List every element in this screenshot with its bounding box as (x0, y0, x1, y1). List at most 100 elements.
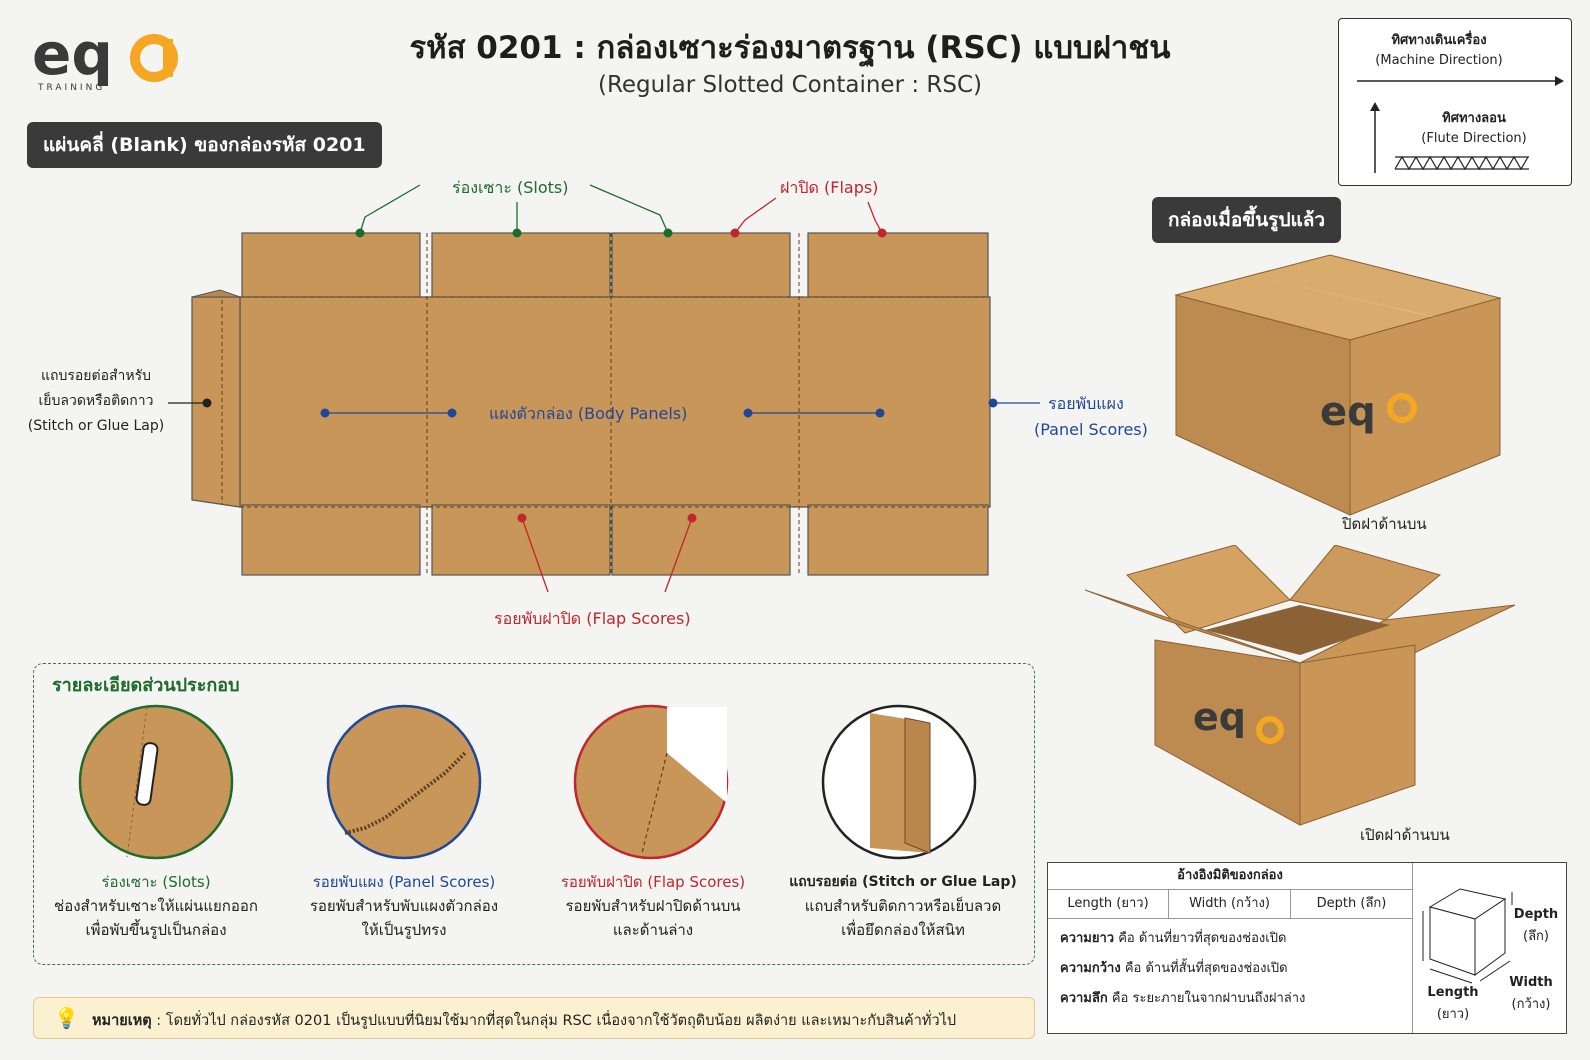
glue-lap (191, 296, 241, 508)
lightbulb-icon: 💡 (54, 1006, 79, 1030)
open-box-logo-a (1256, 716, 1284, 744)
machine-direction-arrow-icon (1357, 76, 1564, 86)
reference-col-width: Width (กว้าง) (1169, 890, 1291, 919)
bottom-flap-4 (807, 504, 989, 576)
label-glue-lap: แถบรอยต่อสำหรับ เย็บลวดหรือติดกาว (Stitc… (20, 364, 172, 439)
flute-direction-en: (Flute Direction) (1421, 131, 1527, 146)
slot-dot-1 (355, 228, 365, 238)
eqa-logo: eq TRAINING (32, 22, 178, 93)
dim-length-th: (ยาว) (1436, 1007, 1470, 1022)
dimension-cube-icon (1422, 888, 1513, 984)
blank-tag: แผ่นคลี่ (Blank) ของกล่องรหัส 0201 (27, 122, 382, 168)
body-dot-1 (320, 408, 330, 418)
detail-item-glue-lap-name: แถบรอยต่อ (Stitch or Glue Lap) (789, 874, 1017, 890)
label-panel-scores-en: (Panel Scores) (1034, 420, 1148, 439)
dimension-reference: อ้างอิงมิติของกล่อง Length (ยาว) Width (… (1047, 862, 1567, 1034)
label-panel-scores-th: รอยพับแผง (1048, 394, 1124, 413)
page-title: รหัส 0201 : กล่องเซาะร่องมาตรฐาน (RSC) แ… (409, 30, 1171, 66)
reference-row-depth: ความลึก คือ ระยะภายในจากฝาบนถึงฝาล่าง (1060, 987, 1305, 1008)
detail-circle-slots (78, 704, 234, 860)
machine-direction-th: ทิศทางเดินเครื่อง (1391, 33, 1487, 48)
note-text: : โดยทั่วไป กล่องรหัส 0201 เป็นรูปแบบที่… (151, 1013, 957, 1029)
note-content: หมายเหตุ : โดยทั่วไป กล่องรหัส 0201 เป็น… (92, 1009, 956, 1032)
flap-callouts (521, 197, 883, 593)
flute-wave-icon (1394, 155, 1529, 171)
detail-item-flap-scores: รอยพับฝาปิด (Flap Scores) รอยพับสำหรับฝา… (538, 870, 768, 942)
reference-row-length-text: คือ ด้านที่ยาวที่สุดของช่องเปิด (1118, 931, 1287, 946)
detail-item-glue-lap: แถบรอยต่อ (Stitch or Glue Lap) แถบสำหรับ… (778, 870, 1028, 942)
closed-box-tape (1250, 275, 1445, 320)
dim-length: Length (1427, 985, 1479, 1000)
dim-depth: Depth (1513, 907, 1559, 922)
detail-circle-flap-scores (573, 704, 729, 860)
lap-line-1: แถบรอยต่อสำหรับ (40, 368, 152, 384)
detail-item-slots-d1: ช่องสำหรับเซาะให้แผ่นแยกออก (54, 897, 258, 915)
lap-line-3: (Stitch or Glue Lap) (27, 418, 165, 434)
lap-dot (202, 398, 212, 408)
logo-sub: TRAINING (37, 83, 105, 93)
body-panels-strip (239, 296, 991, 508)
detail-item-panel-scores-d1: รอยพับสำหรับพับแผงตัวกล่อง (309, 897, 499, 915)
reference-row-width: ความกว้าง คือ ด้านที่สั้นที่สุดของช่องเป… (1060, 957, 1288, 978)
flap-score-dot-1 (517, 513, 527, 523)
open-box-logo: eq (1193, 695, 1246, 739)
detail-item-slots: ร่องเซาะ (Slots) ช่องสำหรับเซาะให้แผ่นแย… (41, 870, 271, 942)
open-box-front-right (1299, 644, 1416, 826)
detail-circle-glue-lap (821, 704, 977, 860)
logo-text-eq: eq (32, 22, 113, 88)
slot-callouts (359, 184, 669, 234)
detail-item-flap-scores-d1: รอยพับสำหรับฝาปิดด้านบน (565, 897, 741, 915)
direction-legend: ทิศทางเดินเครื่อง (Machine Direction) ทิ… (1338, 18, 1572, 186)
reference-col-length: Length (ยาว) (1048, 890, 1169, 919)
bottom-flap-3 (611, 504, 791, 576)
page-subtitle: (Regular Slotted Container : RSC) (597, 72, 983, 98)
machine-direction-en: (Machine Direction) (1375, 53, 1503, 68)
detail-item-panel-scores-name: รอยพับแผง (Panel Scores) (312, 873, 496, 891)
dim-width: Width (1509, 975, 1553, 990)
closed-box-caption: ปิดฝาด้านบน (1342, 515, 1427, 533)
note-label: หมายเหตุ (92, 1013, 152, 1029)
label-body-panels: แผงตัวกล่อง (Body Panels) (489, 404, 688, 423)
detail-item-flap-scores-name: รอยพับฝาปิด (Flap Scores) (560, 873, 746, 891)
blank-flaps-bottom (241, 504, 989, 576)
reference-row-width-term: ความกว้าง (1060, 961, 1121, 976)
blank-diagram (168, 184, 1040, 593)
dim-depth-th: (ลึก) (1523, 929, 1549, 944)
detail-item-panel-scores-d2: ให้เป็นรูปทรง (361, 921, 447, 939)
formed-box-tag: กล่องเมื่อขึ้นรูปแล้ว (1152, 197, 1342, 243)
details-panel (33, 663, 1035, 965)
detail-item-slots-name: ร่องเซาะ (Slots) (101, 873, 211, 891)
logo-a-stem (163, 39, 173, 77)
body-dot-3 (743, 408, 753, 418)
body-callouts (325, 402, 1040, 414)
flute-direction-th: ทิศทางลอน (1442, 111, 1506, 126)
flap-score-dot-2 (687, 513, 697, 523)
closed-box-logo: eq (1320, 389, 1376, 435)
lap-line-2: เย็บลวดหรือติดกาว (38, 393, 154, 409)
body-dot-2 (447, 408, 457, 418)
open-box-caption: เปิดฝาด้านบน (1360, 826, 1450, 844)
detail-item-glue-lap-d2: เพื่อยึดกล่องให้สนิท (841, 921, 965, 939)
closed-box-illustration: eq (1174, 254, 1502, 516)
slot-dot-2 (512, 228, 522, 238)
label-flap-scores: รอยพับฝาปิด (Flap Scores) (494, 609, 691, 628)
flute-direction-arrow-icon (1370, 102, 1380, 173)
detail-circle-panel-scores (326, 704, 482, 860)
reference-title: อ้างอิงมิติของกล่อง (1048, 863, 1413, 890)
bottom-flap-1 (241, 504, 421, 576)
reference-row-length-term: ความยาว (1060, 931, 1115, 946)
detail-item-flap-scores-d2: และด้านล่าง (612, 921, 694, 939)
flap-dot-1 (730, 228, 740, 238)
label-flaps: ฝาปิด (Flaps) (780, 178, 879, 197)
slot-dot-3 (663, 228, 673, 238)
body-dot-4 (875, 408, 885, 418)
dim-width-th: (กว้าง) (1511, 997, 1551, 1012)
flap-dot-2 (877, 228, 887, 238)
details-title: รายละเอียดส่วนประกอบ (52, 675, 240, 696)
score-lines (221, 233, 990, 575)
panel-score-dot (988, 398, 998, 408)
reference-col-depth: Depth (ลึก) (1291, 890, 1413, 919)
closed-box-right (1349, 297, 1501, 516)
open-box-flap-back-right (1289, 545, 1442, 621)
label-slots: ร่องเซาะ (Slots) (452, 178, 569, 197)
